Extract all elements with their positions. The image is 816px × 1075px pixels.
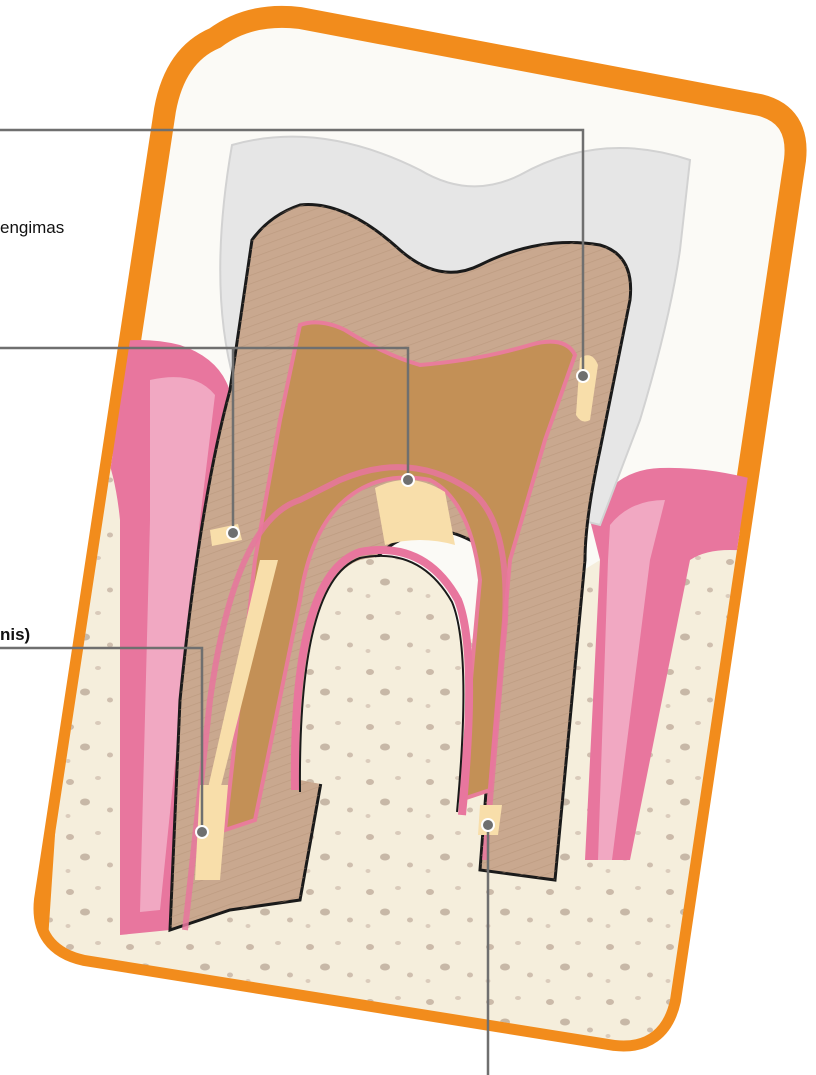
leader-dot-mid [402, 474, 414, 486]
leader-dot-lateral [227, 527, 239, 539]
label-top: engimas [0, 218, 64, 238]
leader-dot-top [577, 370, 589, 382]
label-mid: nis) [0, 625, 30, 645]
leader-dot-apical [196, 826, 208, 838]
leader-dot-bottom [482, 819, 494, 831]
